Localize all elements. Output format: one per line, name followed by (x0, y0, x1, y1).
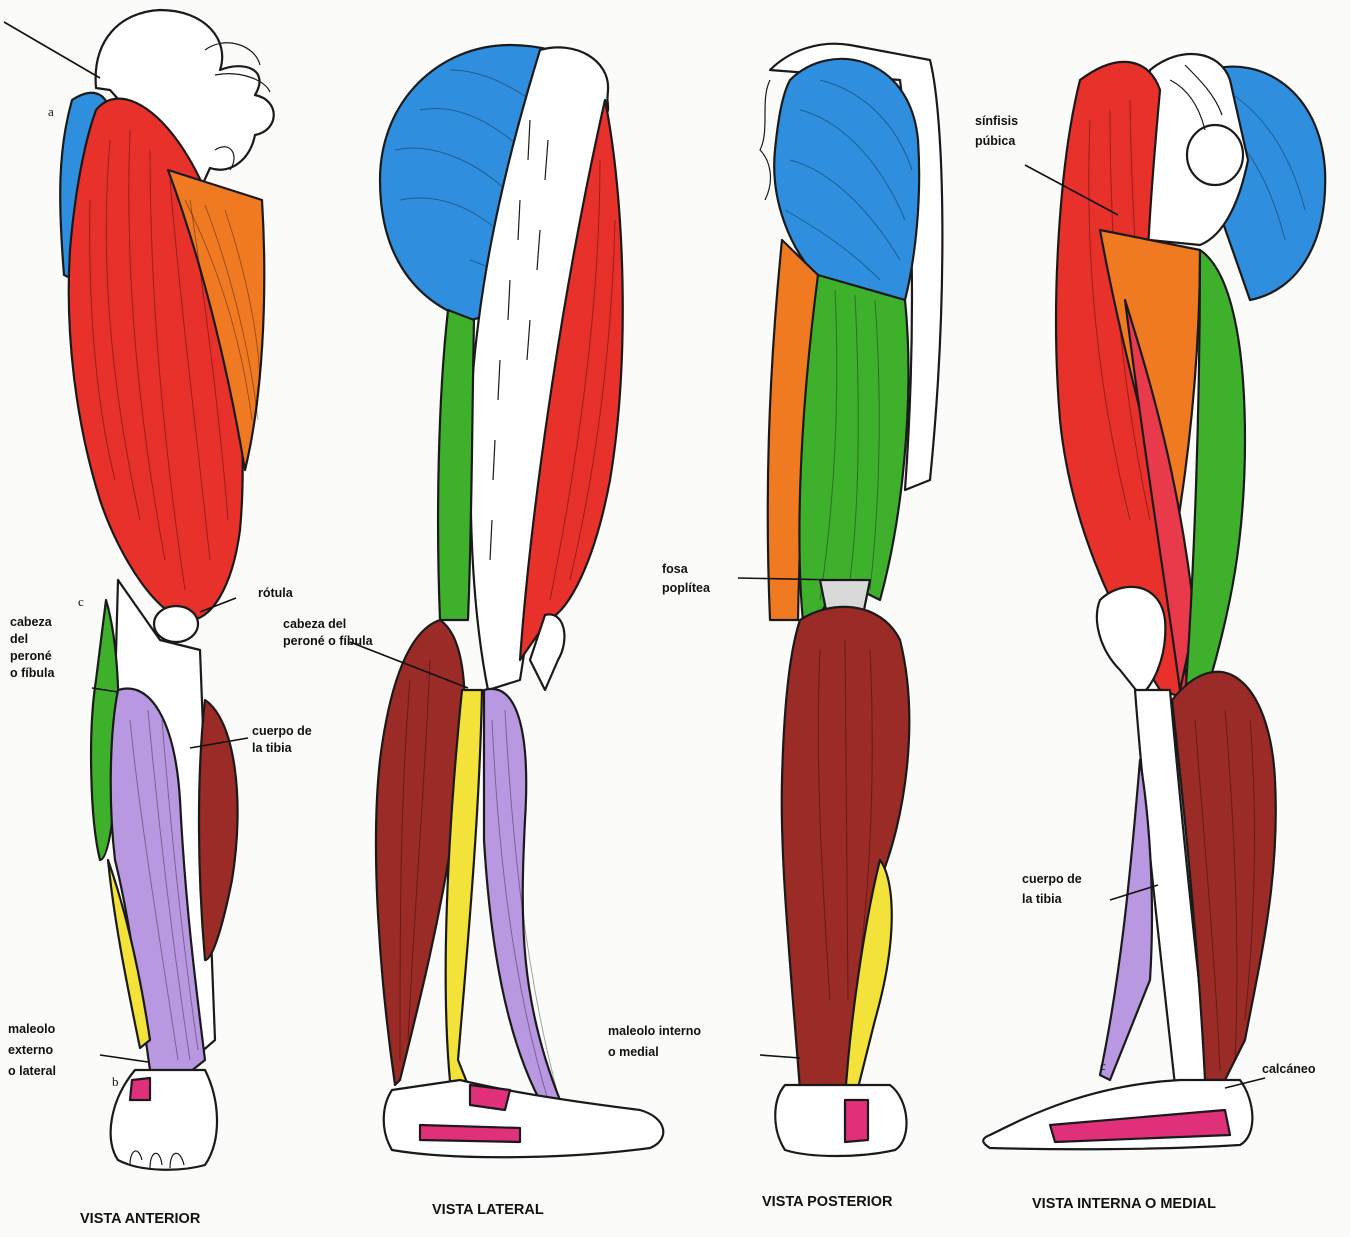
letter-c: c (78, 594, 84, 609)
label-sinfisis-pubica: sínfisis púbica (975, 114, 1022, 148)
label-maleolo-interno: maleolo interno o medial (608, 1024, 705, 1059)
letter-b: b (112, 1074, 119, 1089)
foot-anterior (111, 1070, 217, 1170)
label-maleolo-externo: maleolo externo o lateral (8, 1022, 59, 1078)
label-cuerpo-tibia-anterior: cuerpo de la tibia (252, 724, 315, 755)
foot-muscle-lateral (420, 1125, 520, 1142)
label-fosa-poplitea: fosa poplítea (662, 562, 711, 595)
label-cabeza-perone-anterior: cabeza del peroné o fíbula (10, 615, 55, 680)
caption-vista-medial: VISTA INTERNA O MEDIAL (1032, 1196, 1216, 1212)
foot-lateral (384, 1080, 664, 1157)
letter-a: a (48, 104, 54, 119)
heel-muscle-posterior (845, 1100, 868, 1142)
extensor-lateral (484, 689, 560, 1110)
patella (154, 606, 198, 642)
tibialis-medial (1100, 760, 1152, 1080)
caption-vista-anterior: VISTA ANTERIOR (80, 1211, 201, 1227)
label-cabeza-perone-lateral: cabeza del peroné o fíbula (283, 617, 374, 648)
foot-muscle-anterior (130, 1078, 150, 1100)
foot-muscle-lateral-2 (470, 1085, 510, 1110)
leg-anterior-view (60, 10, 274, 1170)
label-cuerpo-tibia-medial: cuerpo de la tibia (1022, 872, 1085, 906)
foot-posterior (775, 1085, 906, 1156)
caption-vista-lateral: VISTA LATERAL (432, 1202, 544, 1218)
letter-c-medial: c (1100, 1058, 1106, 1073)
label-rotula: rótula (258, 586, 294, 600)
leg-medial-view (983, 54, 1325, 1149)
leg-posterior-view (760, 44, 942, 1156)
leg-lateral-view (376, 45, 663, 1157)
hamstring-lateral (438, 310, 474, 620)
label-calcaneo: calcáneo (1262, 1062, 1316, 1076)
caption-vista-posterior: VISTA POSTERIOR (762, 1194, 893, 1210)
pubic-symphysis (1187, 125, 1243, 185)
calf-anterior (199, 700, 238, 960)
